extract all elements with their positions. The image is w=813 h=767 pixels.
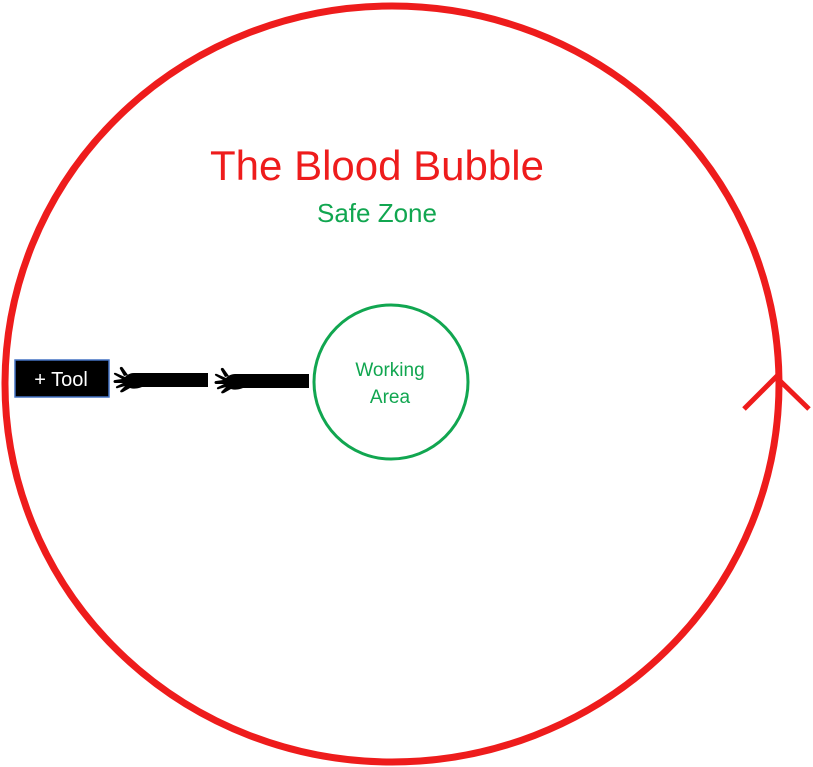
hand-icon	[113, 366, 142, 393]
arm-left	[113, 366, 208, 393]
arm-right	[214, 367, 309, 394]
working-area-label-line2: Area	[370, 387, 411, 408]
diagram-subtitle: Safe Zone	[317, 198, 437, 228]
tool-label: + Tool	[34, 369, 88, 391]
arm-right-bar	[243, 374, 309, 388]
hand-icon	[214, 367, 243, 394]
diagram-title: The Blood Bubble	[210, 142, 544, 189]
tool-box: + Tool	[14, 359, 110, 398]
working-area-label-line1: Working	[355, 360, 424, 381]
tool-box-rect	[14, 359, 110, 398]
outer-bubble-circle	[1, 2, 783, 766]
arm-left-bar	[142, 373, 208, 387]
arrowhead-icon	[742, 373, 811, 411]
working-area-circle	[312, 303, 470, 461]
